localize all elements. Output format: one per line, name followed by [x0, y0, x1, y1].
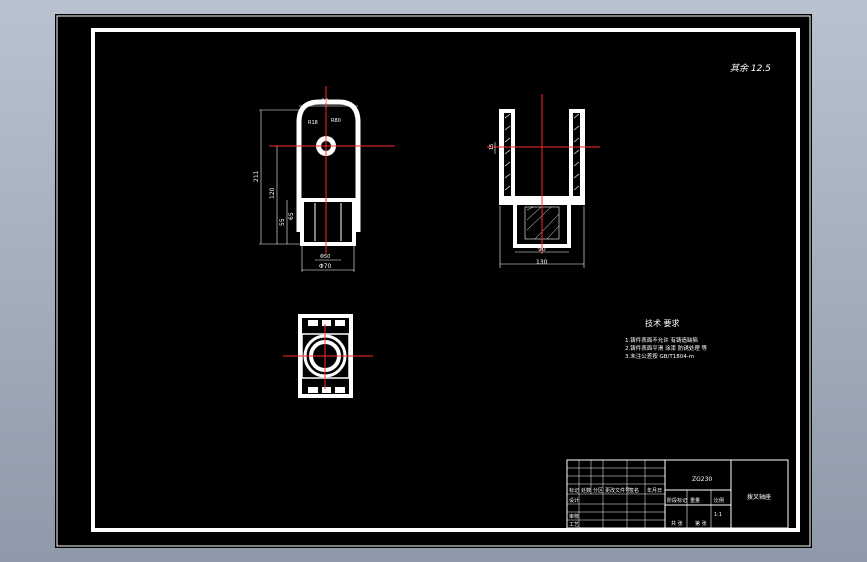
dim-side-outer: 130	[536, 259, 548, 266]
technical-requirements: 技术 要求 1.铸件表面不允许 有铸造缺陷 2.铸件表面平滑 涂漆 防锈处理 等…	[625, 318, 707, 360]
front-view: 80 R18 R80 211 120 55 65 Φ50 Φ70	[253, 86, 395, 272]
title-sheets-total: 共 张	[671, 520, 683, 527]
front-body-outline	[296, 99, 361, 232]
dim-side-left: 15	[489, 144, 495, 150]
tech-line-2: 2.铸件表面平滑 涂漆 防锈处理 等	[625, 344, 707, 352]
title-part-name: 拨叉轴座	[747, 493, 771, 501]
front-lower-block	[300, 198, 356, 246]
title-block: ZG230 拨叉轴座 标记 处数 分区 更改文件号 签名 年月日 设计 审核 工…	[566, 459, 789, 529]
title-date-col: 年月日	[647, 487, 662, 494]
title-zone-col: 分区	[593, 487, 603, 494]
title-stage-mark: 阶段标记	[667, 497, 687, 504]
title-design: 设计	[569, 497, 579, 504]
dim-radius-2: R80	[331, 118, 341, 124]
dim-bore: Φ50	[320, 254, 330, 260]
tech-line-3: 3.未注公差按 GB/T1804-m	[625, 352, 694, 360]
tech-line-1: 1.铸件表面不允许 有铸造缺陷	[625, 336, 698, 344]
outer-border	[56, 15, 811, 547]
title-mark-col: 标记	[569, 487, 579, 494]
title-review: 审核	[569, 513, 579, 520]
drawing-canvas: 其余 12.5 80 R18 R80 211 120 55 65 Φ50	[56, 15, 811, 547]
dim-side-inner: 90	[538, 246, 546, 253]
title-process: 工艺	[569, 522, 579, 528]
dim-lower-1: 55	[279, 218, 286, 226]
cad-drawing-viewport[interactable]: 其余 12.5 80 R18 R80 211 120 55 65 Φ50	[55, 14, 812, 548]
title-weight: 重量	[690, 497, 700, 504]
dim-lower-2: 65	[288, 212, 295, 220]
dim-outer: Φ70	[319, 263, 332, 270]
dim-total-height: 211	[253, 170, 260, 182]
title-doc-col: 更改文件号	[605, 487, 630, 494]
title-sheet-no: 第 张	[695, 520, 707, 527]
roughness-note: 其余 12.5	[730, 63, 771, 74]
title-material: ZG230	[692, 476, 712, 483]
inner-frame	[91, 28, 800, 532]
title-count-col: 处数	[581, 487, 591, 494]
dim-radius-1: R18	[308, 120, 318, 126]
top-view	[283, 314, 373, 398]
title-scale: 比例	[714, 497, 724, 504]
dim-mid-height: 120	[269, 187, 276, 199]
title-scale-value: 1:1	[714, 512, 722, 518]
dim-top-width: 80	[321, 98, 329, 105]
side-view: 15 90 130	[487, 94, 600, 268]
tech-title: 技术 要求	[645, 318, 680, 328]
title-sign-col: 签名	[629, 487, 639, 494]
